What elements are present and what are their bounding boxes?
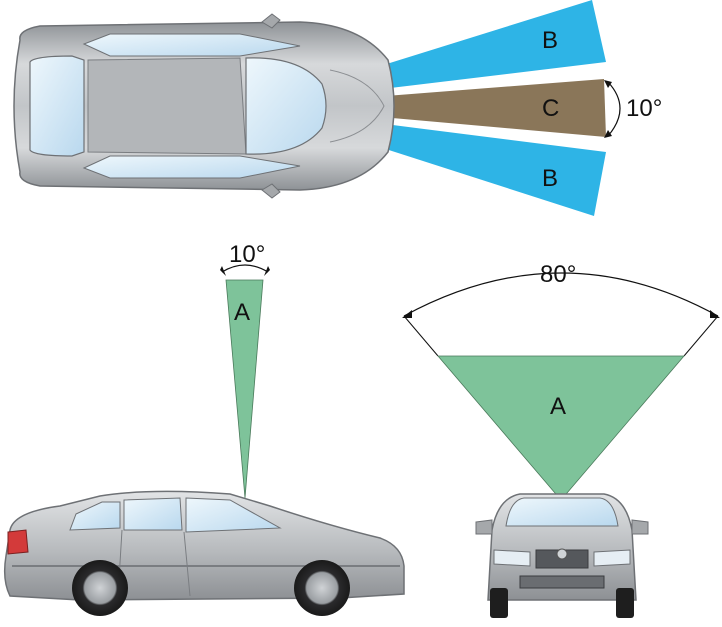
side-zone-a [225,279,264,499]
zone-c-label: C [542,95,559,122]
front-angle-label: 80° [540,261,576,288]
front-view: 80° A [402,261,720,618]
top-angle-label: 10° [626,95,662,122]
front-angle-arc [403,272,719,317]
top-view: B C B 10° [13,0,662,216]
zone-b-lower-label: B [542,165,558,192]
side-view: A 10° [3,241,405,616]
car-side-view [3,490,405,616]
top-angle-arc [607,81,621,137]
car-top-view [13,13,395,199]
side-angle-label: 10° [229,241,265,268]
front-zone-a [437,355,685,501]
car-front-view [475,493,649,618]
zone-c [258,79,606,137]
zone-b-upper-label: B [542,27,558,54]
side-angle-arc [221,264,269,273]
front-zone-a-label: A [550,393,566,420]
side-zone-a-label: A [234,299,250,326]
